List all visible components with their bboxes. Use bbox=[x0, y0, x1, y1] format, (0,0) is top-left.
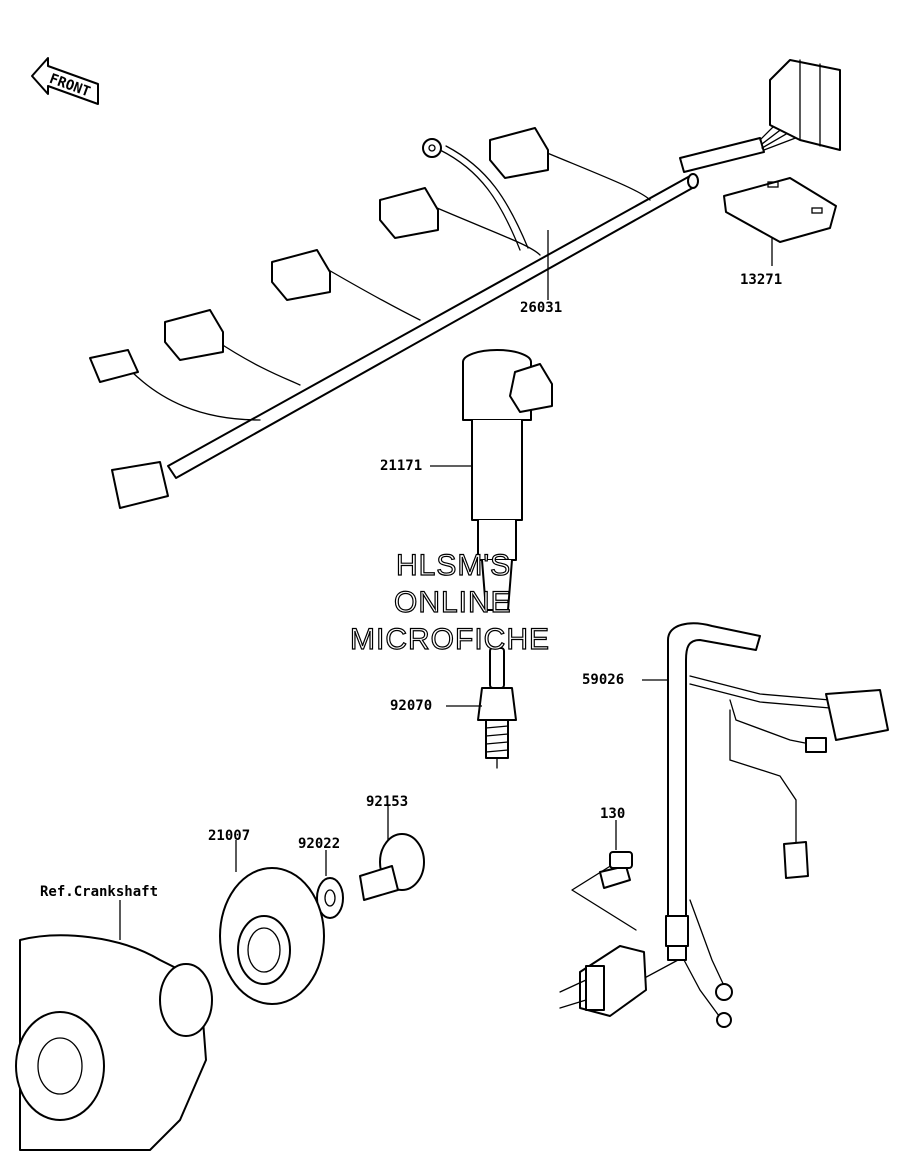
callout-92070: 92070 bbox=[390, 698, 432, 714]
ignition-coil bbox=[430, 349, 553, 611]
callout-59026: 59026 bbox=[582, 672, 624, 688]
spark-plug bbox=[446, 647, 517, 769]
callout-26031: 26031 bbox=[520, 300, 562, 316]
callout-130: 130 bbox=[600, 806, 625, 822]
callout-92153: 92153 bbox=[366, 794, 408, 810]
crankshaft bbox=[15, 900, 213, 1151]
watermark-line1: HLSM'S bbox=[396, 549, 511, 582]
washer bbox=[316, 850, 344, 919]
bracket-plate bbox=[723, 177, 837, 266]
sensor-module bbox=[559, 859, 647, 1017]
sub-wiring-harness bbox=[599, 622, 889, 1028]
callout-21171: 21171 bbox=[380, 458, 422, 474]
watermark: HLSM'S ONLINE MICROFICHE bbox=[349, 548, 550, 656]
main-wiring-harness bbox=[89, 59, 841, 509]
watermark-line3: MICROFICHE bbox=[350, 623, 550, 656]
callout-13271: 13271 bbox=[740, 272, 782, 288]
callout-21007: 21007 bbox=[208, 828, 250, 844]
flange-bolt bbox=[359, 806, 425, 901]
callout-crankshaft: Ref.Crankshaft bbox=[40, 884, 158, 900]
front-direction-arrow: FRONT bbox=[31, 57, 99, 105]
callout-92022: 92022 bbox=[298, 836, 340, 852]
watermark-line2: ONLINE bbox=[394, 586, 512, 619]
timing-rotor bbox=[219, 840, 325, 1005]
small-bolt bbox=[599, 820, 633, 889]
